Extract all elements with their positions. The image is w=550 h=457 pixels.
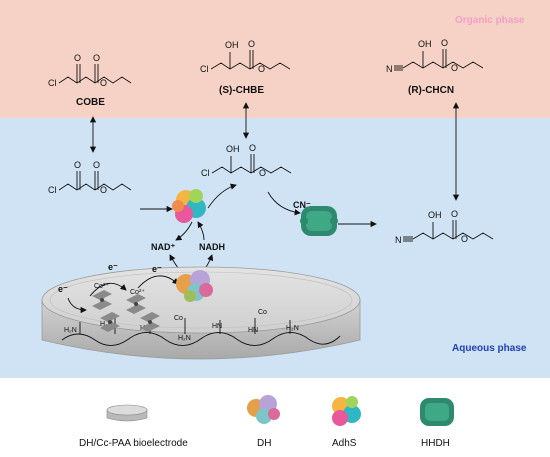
aqueous-phase-label: Aqueous phase [452, 343, 527, 354]
electron-arrow-3 [67, 297, 87, 314]
electron-label-2: e⁻ [152, 264, 162, 274]
cobe-structure-organic: Cl O O O [48, 53, 132, 88]
svg-text:HN: HN [212, 323, 222, 330]
dh-enzyme-on-electrode [176, 270, 213, 302]
svg-text:O: O [461, 234, 468, 244]
electron-label-3: e⁻ [58, 284, 68, 294]
svg-text:H₂N: H₂N [286, 325, 299, 332]
cyanide-label: CN⁻ [293, 200, 311, 210]
svg-text:O: O [248, 39, 255, 49]
hhdh-enzyme [300, 206, 338, 236]
svg-text:Co: Co [174, 315, 183, 322]
svg-text:O: O [451, 209, 458, 219]
svg-text:O: O [259, 168, 266, 178]
nadh-label: NADH [199, 242, 225, 252]
svg-text:H₂N: H₂N [100, 321, 113, 328]
svg-text:O: O [74, 160, 81, 170]
svg-text:O: O [93, 160, 100, 170]
r-chcn-structure-aqueous: N OH O O [395, 209, 494, 245]
svg-text:O: O [258, 64, 265, 74]
svg-text:O: O [451, 63, 458, 73]
s-chbe-structure-organic: Cl OH O O [200, 39, 291, 74]
cofactor-cycle-left [175, 221, 193, 241]
legend-adhs-icon [332, 396, 361, 426]
svg-text:H₂N: H₂N [178, 335, 191, 342]
nad-label: NAD⁺ [151, 242, 175, 252]
svg-text:H₂N: H₂N [64, 327, 77, 334]
svg-text:O: O [249, 143, 256, 153]
electron-arrow-2 [137, 275, 179, 289]
cobalt-ion-label-1: Co²⁺ [94, 283, 109, 290]
legend-hhdh-label: HHDH [421, 438, 450, 449]
svg-text:Co: Co [258, 309, 267, 316]
organic-phase-label: Organic phase [455, 15, 525, 26]
svg-text:N: N [386, 64, 393, 74]
adhs-to-chbe-arrow [207, 183, 237, 209]
legend-electrode-icon [106, 404, 148, 422]
svg-text:O: O [441, 38, 448, 48]
svg-text:HN: HN [248, 327, 258, 334]
bioelectrode-disk [41, 266, 361, 360]
svg-text:O: O [93, 53, 100, 63]
legend-hhdh-icon [420, 398, 454, 426]
svg-text:Cl: Cl [200, 64, 209, 74]
svg-text:O: O [100, 78, 107, 88]
svg-text:N: N [395, 235, 402, 245]
s-chbe-label: (S)-CHBE [219, 85, 264, 96]
legend-electrode-label: DH/Cc-PAA bioelectrode [79, 438, 188, 449]
svg-text:Cl: Cl [48, 185, 57, 195]
adhs-enzyme [172, 189, 206, 223]
electron-label-1: e⁻ [108, 262, 118, 272]
r-chcn-structure-organic: N OH O O [386, 38, 484, 74]
cobe-label: COBE [76, 97, 105, 108]
cobaltocene-units [92, 290, 160, 332]
svg-text:OH: OH [418, 39, 432, 49]
svg-text:OH: OH [226, 144, 240, 154]
svg-text:O: O [100, 185, 107, 195]
legend-dh-label: DH [257, 438, 271, 449]
svg-text:O: O [74, 53, 81, 63]
svg-text:Cl: Cl [201, 168, 210, 178]
legend-dh-icon [247, 395, 280, 424]
cobalt-ion-label-2: Co²⁺ [130, 289, 145, 296]
svg-text:OH: OH [428, 210, 442, 220]
legend-adhs-label: AdhS [332, 438, 357, 449]
s-chbe-structure-aqueous: Cl OH O O [201, 143, 292, 178]
electron-arrow-1 [89, 282, 127, 297]
cobe-structure-aqueous: Cl O O O [48, 160, 132, 195]
r-chcn-label: (R)-CHCN [408, 85, 454, 96]
organic-phase-region [0, 0, 550, 118]
cofactor-cycle-right [197, 221, 205, 241]
svg-text:OH: OH [225, 40, 239, 50]
svg-text:Cl: Cl [48, 78, 57, 88]
chbe-to-hhdh-arrow [267, 191, 301, 216]
